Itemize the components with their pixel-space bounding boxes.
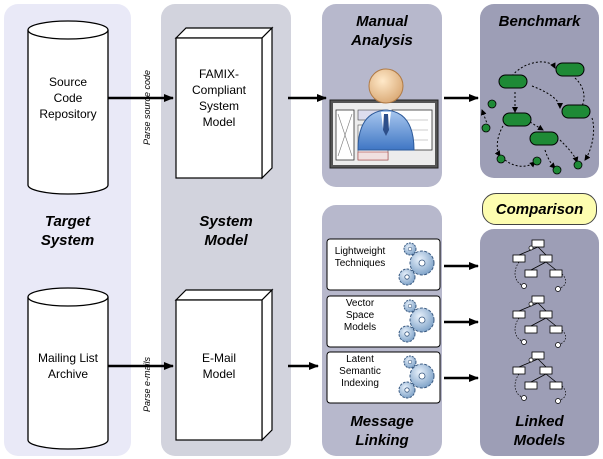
system-model-title: System Model bbox=[199, 213, 253, 249]
benchmark-title: Benchmark bbox=[498, 13, 581, 30]
benchmark-graph bbox=[480, 61, 595, 175]
linked-models-title: Linked Models bbox=[513, 413, 566, 449]
email-model-label: E-Mail Model bbox=[201, 351, 236, 381]
source-repository-cylinder bbox=[27, 20, 109, 195]
manual-analysis-illustration bbox=[329, 68, 439, 169]
manual-analysis-title: Manual Analysis bbox=[351, 13, 413, 49]
parse-emails-label: Parse e-mails bbox=[142, 356, 152, 412]
linked-model-trees bbox=[512, 239, 566, 404]
source-repository-label: Source Code Repository bbox=[39, 75, 97, 121]
famix-model-label: FAMIX- Compliant System Model bbox=[191, 67, 247, 129]
email-model-box bbox=[174, 288, 274, 442]
technique-lsi-label: Latent Semantic Indexing bbox=[339, 354, 381, 389]
gear-icons bbox=[398, 242, 435, 399]
message-linking-title: Message Linking bbox=[350, 413, 414, 449]
technique-vsm-label: Vector Space Models bbox=[343, 298, 377, 333]
target-system-title: Target System bbox=[40, 213, 95, 249]
linked-models-panel bbox=[480, 229, 599, 456]
benchmark-panel bbox=[480, 4, 599, 178]
mailing-archive-cylinder bbox=[27, 287, 109, 450]
comparison-badge: Comparison bbox=[482, 193, 597, 225]
mailing-archive-label: Mailing List Archive bbox=[37, 351, 99, 381]
parse-source-label: Parse source code bbox=[142, 69, 152, 145]
famix-model-box bbox=[174, 26, 274, 180]
technique-lightweight-label: Lightweight Techniques bbox=[334, 246, 386, 269]
